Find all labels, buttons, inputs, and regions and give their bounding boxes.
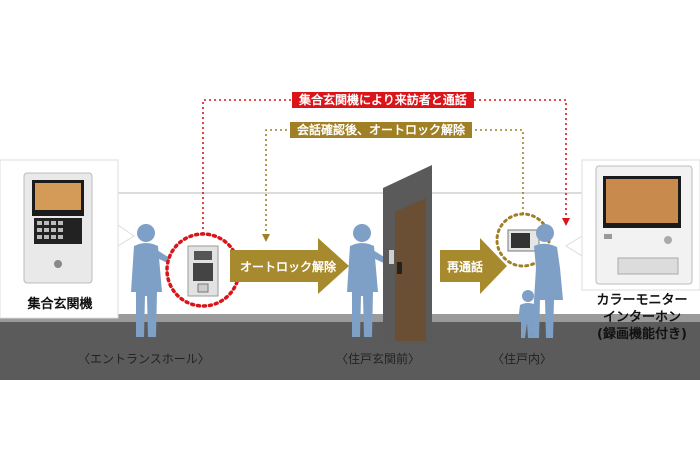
right-device-label-2: インターホン [602,310,681,325]
arrow-autolock [230,238,349,294]
arrow-call [440,238,507,294]
left-device-callout [0,159,135,319]
apartment-door [383,165,432,345]
right-device-label-1: カラーモニター [596,293,688,308]
location-entrance: 〈エントランスホール〉 [78,352,210,366]
entrance-panel-closeup [165,232,241,308]
indoor-monitor-closeup [495,212,551,268]
right-device-callout [565,159,700,291]
right-device-label-3: (録画機能付き) [597,327,687,342]
gold-flow-banner: 会話確認後、オートロック解除 [290,122,473,138]
arrow-call-label: 再通話 [447,260,484,274]
arrow-autolock-label: オートロック解除 [240,260,337,274]
location-inside: 〈住戸内〉 [492,352,553,366]
gold-flow-path [265,129,524,236]
red-flow-banner: 集合玄関機により来訪者と通話 [292,92,474,108]
location-door-front: 〈住戸玄関前〉 [336,352,421,366]
left-device-label: 集合玄関機 [27,297,93,312]
resident-figures [518,224,563,338]
